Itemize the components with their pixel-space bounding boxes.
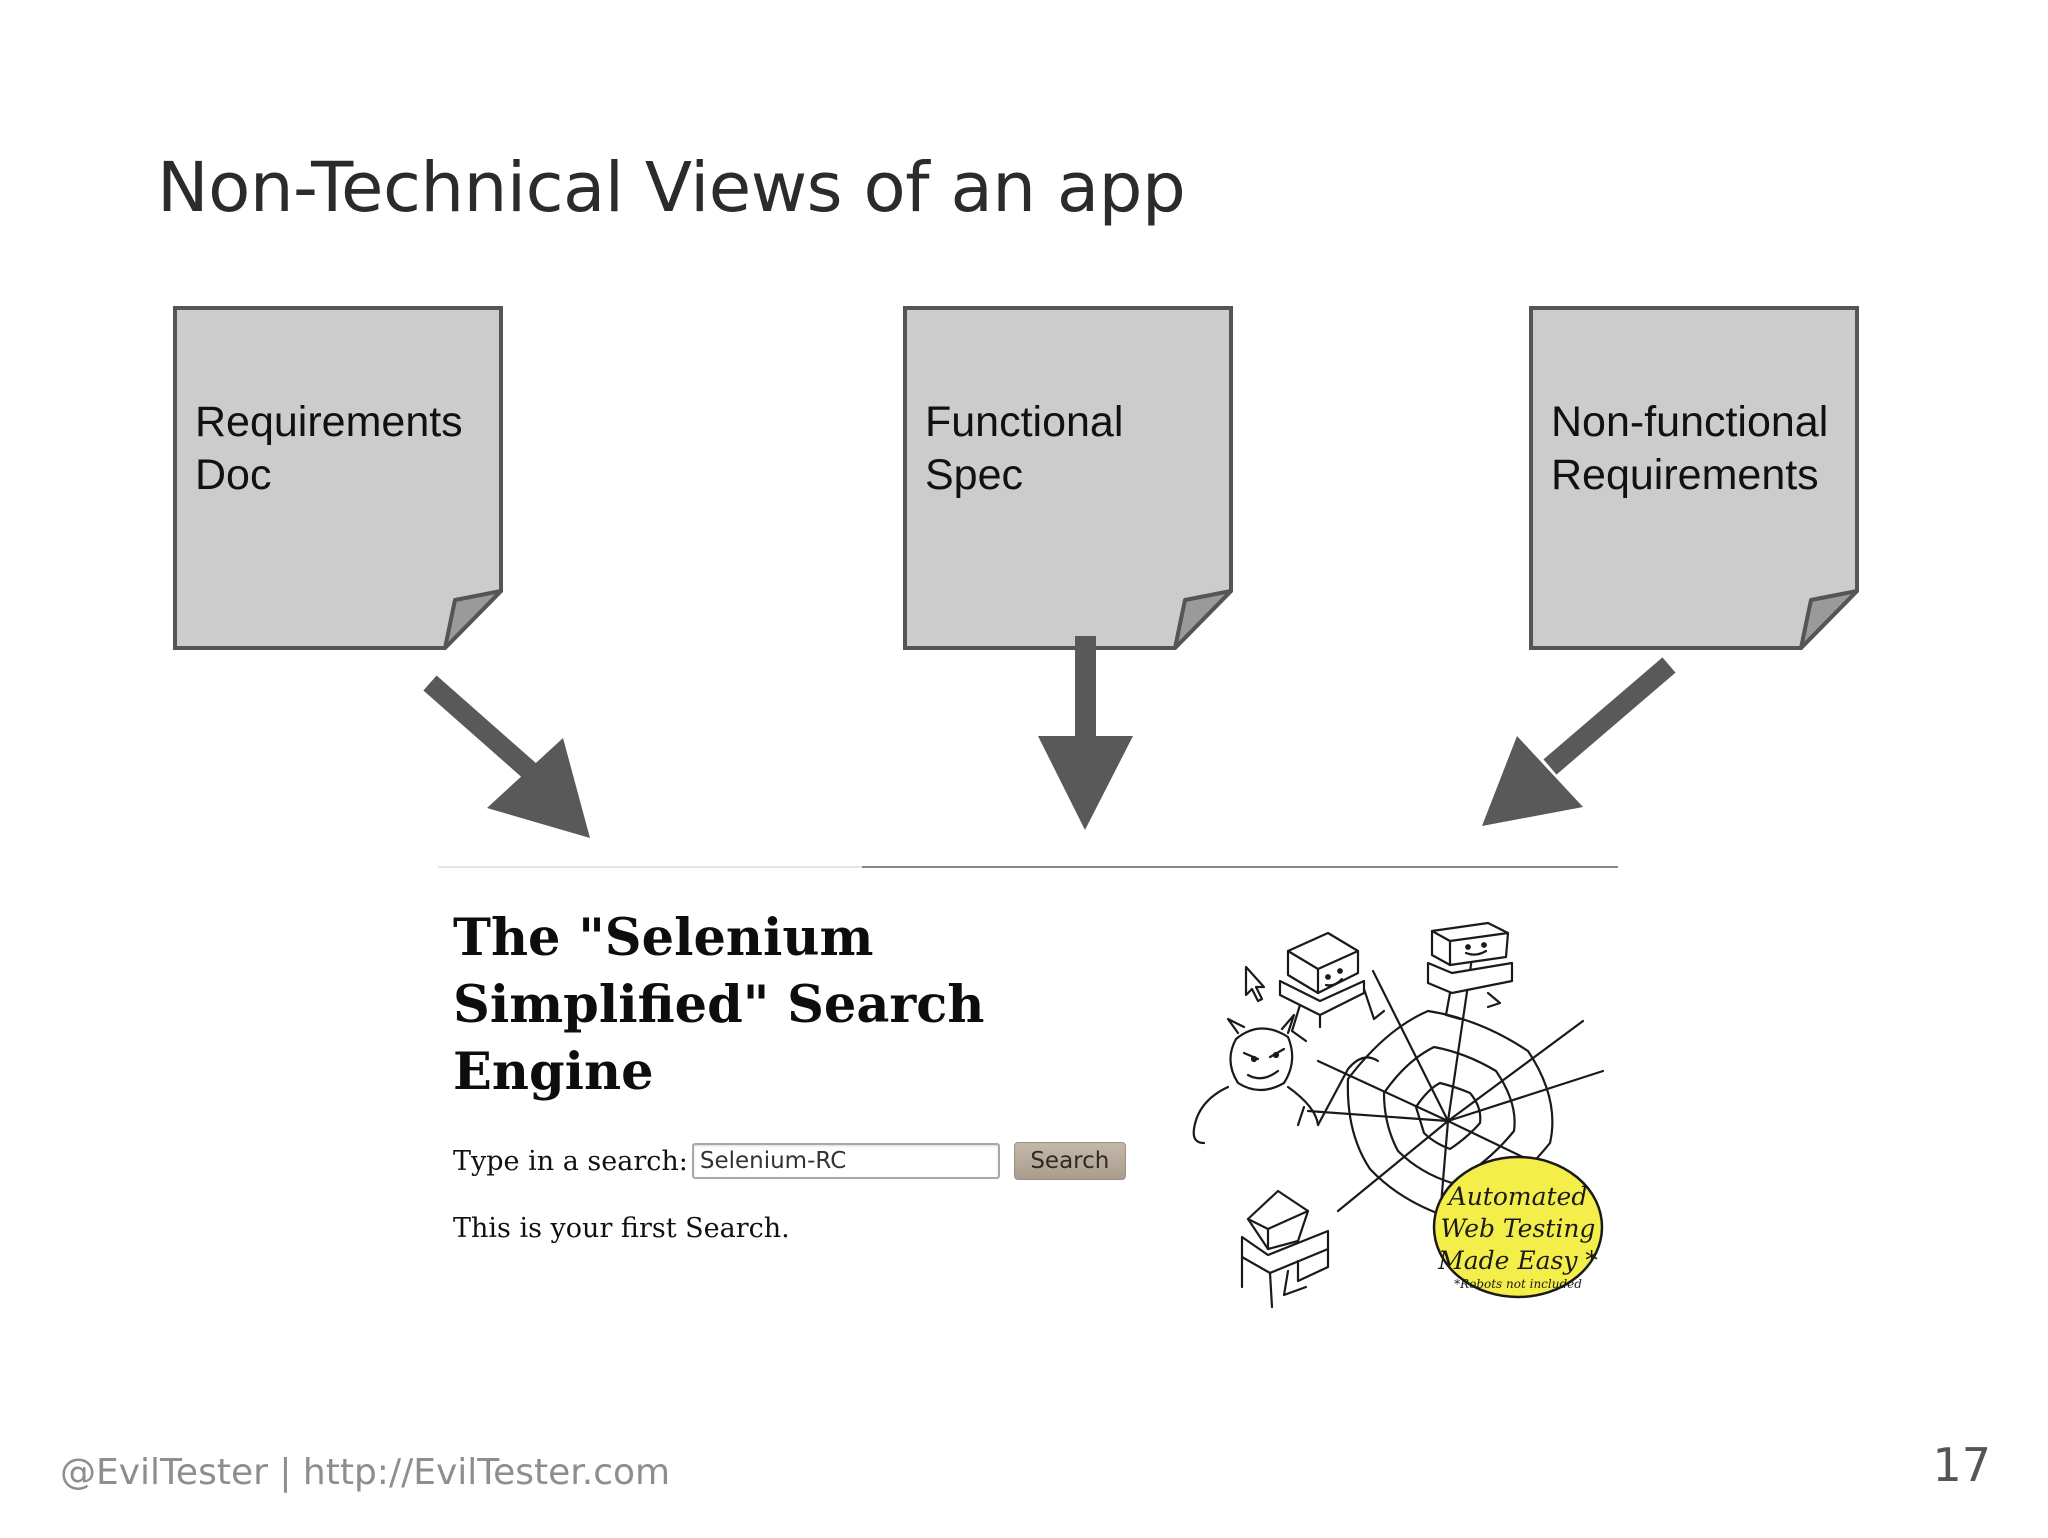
badge-footnote: *Robots not included bbox=[1454, 1277, 1582, 1291]
cursor-icon bbox=[1244, 965, 1266, 1003]
document-shape bbox=[173, 306, 503, 650]
non-functional-requirements-doc-label: Non-functional Requirements bbox=[1551, 398, 1829, 499]
robot-icon-2 bbox=[1426, 921, 1514, 1021]
robot-icon-1 bbox=[1278, 931, 1386, 1043]
search-button[interactable]: Search bbox=[1013, 1142, 1126, 1180]
requirements-doc-label: Requirements Doc bbox=[195, 398, 463, 499]
robot-icon-3 bbox=[1240, 1189, 1330, 1309]
document-shape bbox=[903, 306, 1233, 650]
footer-credit: @EvilTester | http://EvilTester.com bbox=[60, 1452, 671, 1493]
arrow-requirements-to-app bbox=[423, 675, 590, 838]
robots-web-illustration: Automated Web Testing Made Easy * *Robot… bbox=[1192, 921, 1605, 1309]
search-label: Type in a search: bbox=[453, 1145, 688, 1177]
document-shape bbox=[1529, 306, 1859, 650]
top-rule-dark bbox=[862, 866, 1618, 868]
top-rule bbox=[438, 866, 868, 868]
app-screenshot: The "Selenium Simplified" Search Engine … bbox=[438, 863, 1618, 1318]
requirements-doc: Requirements Doc bbox=[173, 306, 505, 650]
page-number: 17 bbox=[1932, 1438, 1991, 1492]
arrow-spec-to-app bbox=[1038, 636, 1133, 830]
search-row: Type in a search: Search bbox=[453, 1140, 1126, 1182]
devil-icon bbox=[1192, 1013, 1380, 1145]
badge-line-3: Made Easy * bbox=[1437, 1246, 1598, 1275]
functional-spec-doc: Functional Spec bbox=[903, 306, 1235, 650]
search-input[interactable] bbox=[691, 1143, 1000, 1179]
result-text: This is your first Search. bbox=[453, 1213, 790, 1244]
arrow-nonfunctional-to-app bbox=[1482, 657, 1676, 826]
non-functional-requirements-doc: Non-functional Requirements bbox=[1529, 306, 1861, 650]
badge-line-1: Automated bbox=[1447, 1182, 1588, 1211]
slide-title: Non-Technical Views of an app bbox=[157, 148, 1186, 228]
badge-line-2: Web Testing bbox=[1441, 1214, 1596, 1243]
functional-spec-doc-label: Functional Spec bbox=[925, 398, 1124, 499]
app-heading: The "Selenium Simplified" Search Engine bbox=[453, 908, 985, 1102]
badge bbox=[1432, 1155, 1604, 1299]
